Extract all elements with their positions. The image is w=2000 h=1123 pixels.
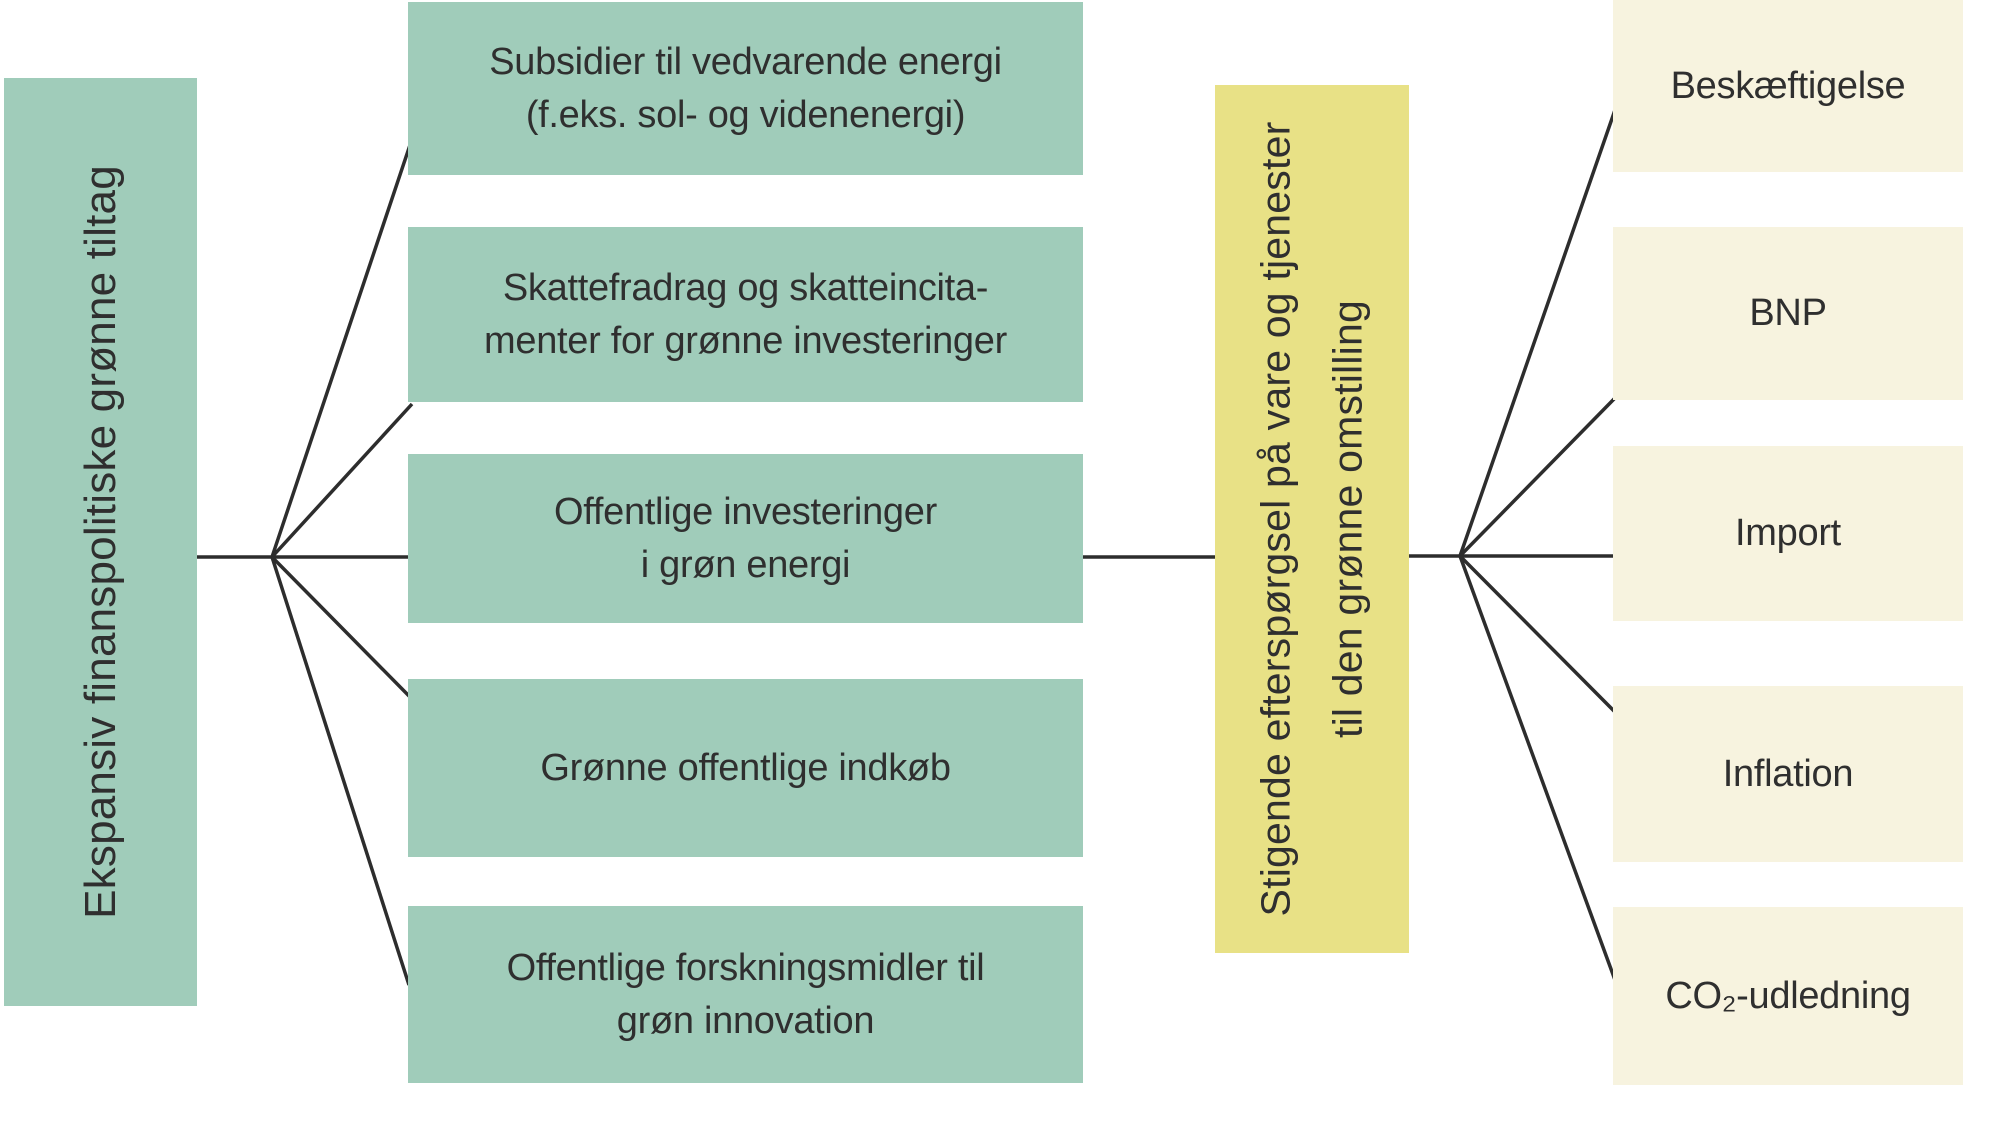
demand-label-line: til den grønne omstilling bbox=[1324, 300, 1370, 738]
connector-line bbox=[270, 555, 414, 701]
measure-label-line: (f.eks. sol- og videnenergi) bbox=[525, 93, 966, 136]
measure-label-line: Grønne offentlige indkøb bbox=[540, 746, 951, 789]
node-measure-groenne-indkoeb: Grønne offentlige indkøb bbox=[408, 679, 1083, 857]
measure-label-line: i grøn energi bbox=[640, 543, 851, 586]
connector-line bbox=[270, 138, 414, 558]
measure-label-line: Skattefradrag og skatteincita- bbox=[502, 267, 989, 310]
measure-label-line: Subsidier til vedvarende energi bbox=[489, 41, 1002, 84]
effect-label: Import bbox=[1735, 512, 1841, 554]
node-demand-stigende-efterspoergsel: Stigende efterspørgsel på vare og tjenes… bbox=[1215, 85, 1409, 953]
connector-line bbox=[1458, 396, 1617, 558]
node-source-ekspansiv-tiltag: Ekspansiv finanspolitiske grønne tiltag bbox=[4, 78, 197, 1006]
source-label: Ekspansiv finanspolitiske grønne tiltag bbox=[75, 165, 125, 919]
effect-label: CO₂-udledning bbox=[1665, 974, 1911, 1017]
node-measure-skattefradrag: Skattefradrag og skatteincita- menter fo… bbox=[408, 227, 1083, 402]
connector-line bbox=[1458, 554, 1617, 714]
node-effect-inflation: Inflation bbox=[1613, 686, 1963, 862]
node-effect-bnp: BNP bbox=[1613, 227, 1963, 400]
effect-label: Inflation bbox=[1722, 752, 1854, 795]
measure-label-line: Offentlige investeringer bbox=[554, 491, 937, 534]
node-effect-import: Import bbox=[1613, 446, 1963, 621]
effect-label: BNP bbox=[1749, 292, 1827, 334]
measure-label-line: Offentlige forskningsmidler til bbox=[506, 947, 985, 990]
connector-line bbox=[270, 556, 411, 986]
demand-label-line: Stigende efterspørgsel på vare og tjenes… bbox=[1252, 121, 1299, 917]
measure-label-line: grøn innovation bbox=[616, 999, 875, 1042]
effect-label: Beskæftigelse bbox=[1670, 64, 1906, 107]
node-measure-subsidier: Subsidier til vedvarende energi (f.eks. … bbox=[408, 2, 1083, 175]
node-effect-beskaeftigelse: Beskæftigelse bbox=[1613, 0, 1963, 172]
connector-line bbox=[1458, 555, 1617, 981]
measure-label-line: menter for grønne investeringer bbox=[484, 319, 1007, 362]
demand-label: Stigende efterspørgsel på vare og tjenes… bbox=[1240, 122, 1384, 917]
connector-line bbox=[1458, 109, 1617, 557]
node-measure-offentlige-investeringer: Offentlige investeringer i grøn energi bbox=[408, 454, 1083, 623]
connector-line bbox=[270, 402, 414, 559]
node-effect-co2-udledning: CO₂-udledning bbox=[1613, 907, 1963, 1085]
node-measure-forskningsmidler: Offentlige forskningsmidler til grøn inn… bbox=[408, 906, 1083, 1083]
